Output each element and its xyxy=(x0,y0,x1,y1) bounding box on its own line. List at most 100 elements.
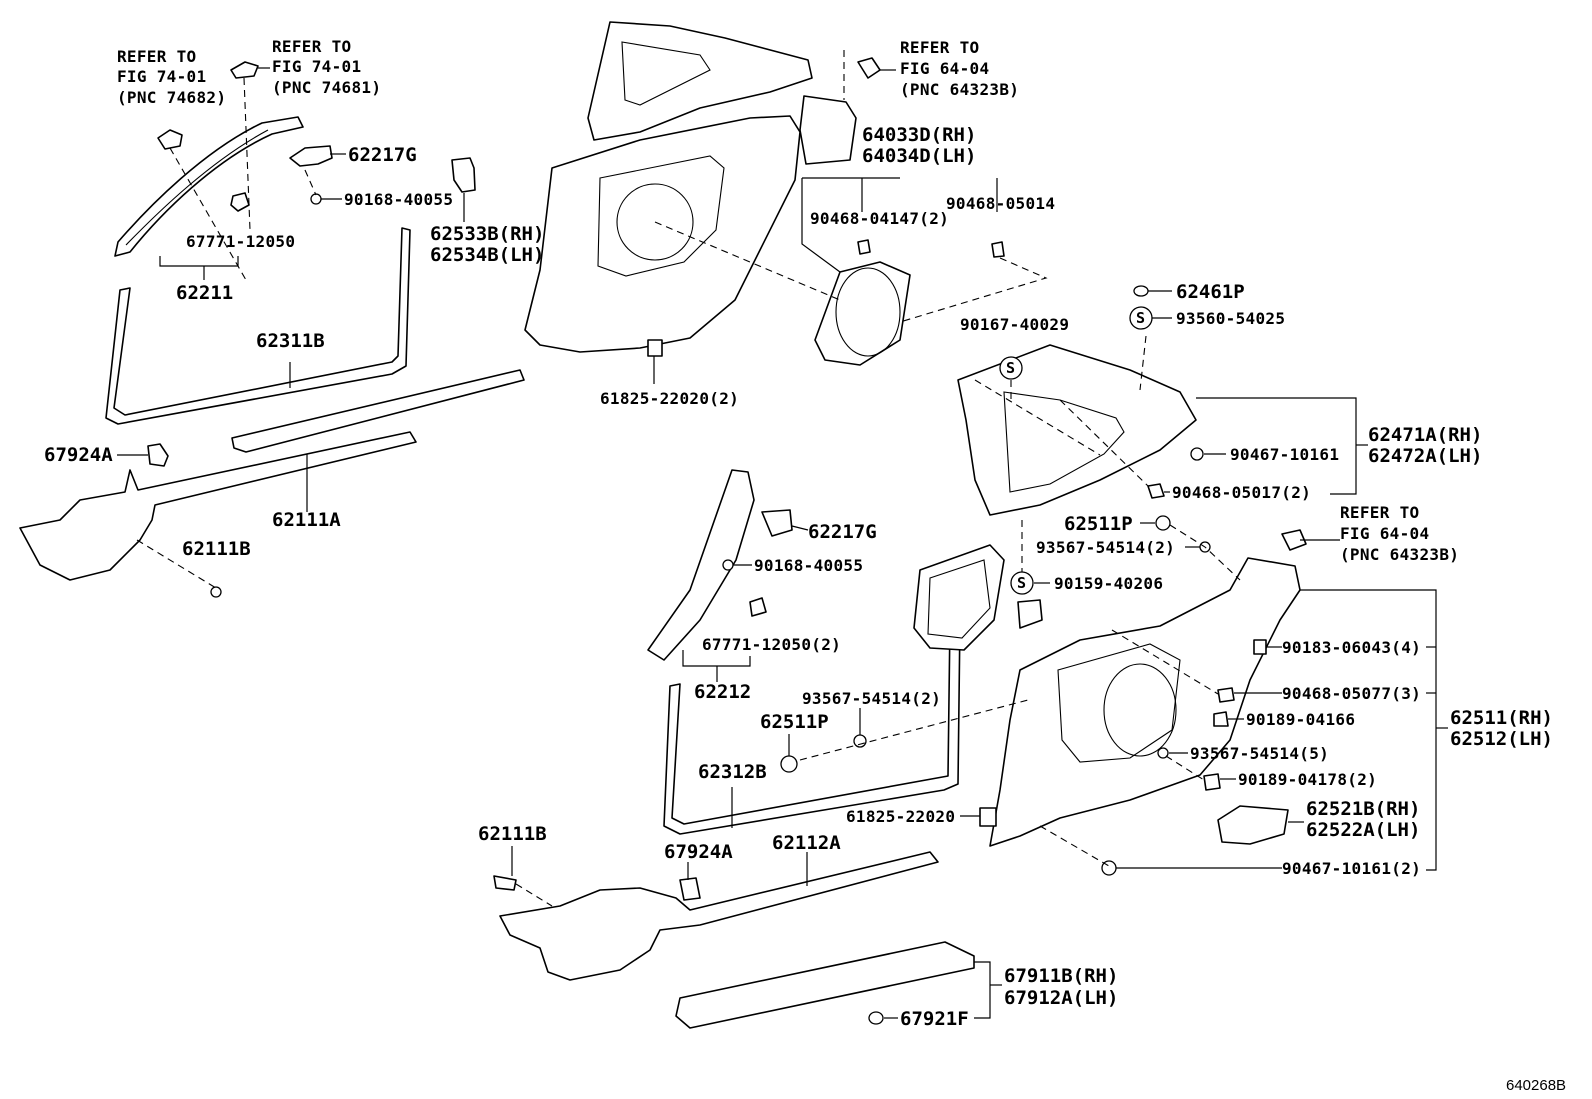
screw-90168-mid xyxy=(722,559,734,571)
svg-text:S: S xyxy=(1006,359,1015,377)
clip-62111B-left xyxy=(210,586,222,598)
label-67924A-left: 67924A xyxy=(44,444,113,466)
clip-74682 xyxy=(157,129,183,150)
bracket-62533B xyxy=(451,157,476,193)
clip-62111B-bottom xyxy=(493,875,517,891)
clip-90468-05077 xyxy=(1217,687,1235,703)
label-64034D: 64034D(LH) xyxy=(862,145,976,167)
label-90467-bottom: 90467-10161(2) xyxy=(1282,859,1421,878)
clip-64323B-top xyxy=(857,57,881,79)
label-67921F: 67921F xyxy=(900,1008,969,1030)
label-62511P-mid: 62511P xyxy=(760,711,829,733)
screw-90168-top xyxy=(310,193,322,205)
svg-text:S: S xyxy=(1136,309,1145,327)
label-62521B: 62521B(RH) xyxy=(1306,798,1420,820)
label-62511P-right: 62511P xyxy=(1064,513,1133,535)
label-62511: 62511(RH) xyxy=(1450,707,1553,729)
label-refer-74681-line3: (PNC 74681) xyxy=(272,78,381,97)
clip-90189-04166 xyxy=(1213,711,1229,727)
label-refer-64323b-right-line2: FIG 64-04 xyxy=(1340,524,1429,543)
label-refer-74682-line3: (PNC 74682) xyxy=(117,88,226,107)
label-62212: 62212 xyxy=(694,681,751,703)
clip-93567-5 xyxy=(1157,747,1169,759)
bracket-90159 xyxy=(1017,599,1043,629)
part-62471A-quarter-trim xyxy=(957,344,1197,516)
label-93560: 93560-54025 xyxy=(1176,309,1285,328)
label-refer-74682-line1: REFER TO xyxy=(117,47,196,66)
clip-90467-top xyxy=(1190,447,1204,461)
label-90468-05017: 90468-05017(2) xyxy=(1172,483,1311,502)
clip-67771-top xyxy=(230,192,250,212)
label-refer-74682-line2: FIG 74-01 xyxy=(117,67,206,86)
label-90183: 90183-06043(4) xyxy=(1282,638,1421,657)
circle-s-90167: S xyxy=(999,356,1023,380)
label-62217G-mid: 62217G xyxy=(808,521,877,543)
label-90189-04166: 90189-04166 xyxy=(1246,710,1355,729)
label-61825-mid: 61825-22020 xyxy=(846,807,955,826)
clip-67924A-left xyxy=(147,443,169,467)
label-62217G-top: 62217G xyxy=(348,144,417,166)
label-refer-64323b-right-line1: REFER TO xyxy=(1340,503,1419,522)
clip-90468-05017 xyxy=(1147,483,1165,499)
label-90468-04147: 90468-04147(2) xyxy=(810,209,949,228)
label-62512: 62512(LH) xyxy=(1450,728,1553,750)
part-62111A-scuff xyxy=(19,369,525,581)
label-90468-05077: 90468-05077(3) xyxy=(1282,684,1421,703)
label-62522A: 62522A(LH) xyxy=(1306,819,1420,841)
assembly-lines xyxy=(136,50,1241,907)
part-62212-pillar xyxy=(647,469,755,661)
part-64033D-bracket xyxy=(799,95,857,165)
label-67771-top: 67771-12050 xyxy=(186,232,295,251)
label-62211: 62211 xyxy=(176,282,233,304)
leader-lines xyxy=(117,67,1448,1019)
label-90159: 90159-40206 xyxy=(1054,574,1163,593)
clip-90189-04178 xyxy=(1203,773,1221,791)
label-refer-64323b-top-line1: REFER TO xyxy=(900,38,979,57)
label-67912A: 67912A(LH) xyxy=(1004,987,1118,1009)
label-90189-04178: 90189-04178(2) xyxy=(1238,770,1377,789)
clip-90468-05014 xyxy=(991,241,1005,258)
label-67771-mid: 67771-12050(2) xyxy=(702,635,841,654)
part-62311B-weatherstrip xyxy=(105,227,411,425)
label-refer-64323b-top-line2: FIG 64-04 xyxy=(900,59,989,78)
clip-67921F xyxy=(868,1011,884,1025)
clip-93567-mid xyxy=(853,734,867,748)
label-62111B-bottom: 62111B xyxy=(478,823,547,845)
label-62533B: 62533B(RH) xyxy=(430,223,544,245)
label-93567-5: 93567-54514(5) xyxy=(1190,744,1329,763)
part-62112A-scuff xyxy=(499,851,939,981)
part-62211-pillar-garnish xyxy=(114,116,304,257)
circle-s-93560: S xyxy=(1129,306,1153,330)
label-90467-top: 90467-10161 xyxy=(1230,445,1339,464)
bracket-62217G-top xyxy=(289,145,333,167)
label-refer-74681-line2: FIG 74-01 xyxy=(272,57,361,76)
tag-61825-top xyxy=(647,339,663,357)
circle-s-90159: S xyxy=(1010,571,1034,595)
label-refer-74681-line1: REFER TO xyxy=(272,37,351,56)
label-90167: 90167-40029 xyxy=(960,315,1069,334)
label-62111A: 62111A xyxy=(272,509,341,531)
bracket-62217G-mid xyxy=(761,509,793,537)
clip-64323B-right xyxy=(1281,529,1307,551)
bracket-62521B xyxy=(1217,805,1289,845)
clip-90468-04147 xyxy=(857,239,871,255)
part-67911B-scuff-plate xyxy=(675,941,975,1029)
label-62112A: 62112A xyxy=(772,832,841,854)
label-62311B: 62311B xyxy=(256,330,325,352)
label-67924A-bottom: 67924A xyxy=(664,841,733,863)
label-62534B: 62534B(LH) xyxy=(430,244,544,266)
tag-61825-mid xyxy=(979,807,997,827)
clip-90183 xyxy=(1253,639,1267,655)
clip-62511P-mid xyxy=(780,755,798,773)
label-90468-05014: 90468-05014 xyxy=(946,194,1055,213)
figure-code: 640268B xyxy=(1506,1077,1566,1094)
part-speaker-cover-upper xyxy=(814,261,911,366)
svg-text:S: S xyxy=(1017,574,1026,592)
labels: REFER TO FIG 74-01 (PNC 74682) REFER TO … xyxy=(44,37,1566,1094)
label-refer-64323b-top-line3: (PNC 64323B) xyxy=(900,80,1019,99)
label-62472A: 62472A(LH) xyxy=(1368,445,1482,467)
label-93567-mid: 93567-54514(2) xyxy=(802,689,941,708)
label-90168-top: 90168-40055 xyxy=(344,190,453,209)
